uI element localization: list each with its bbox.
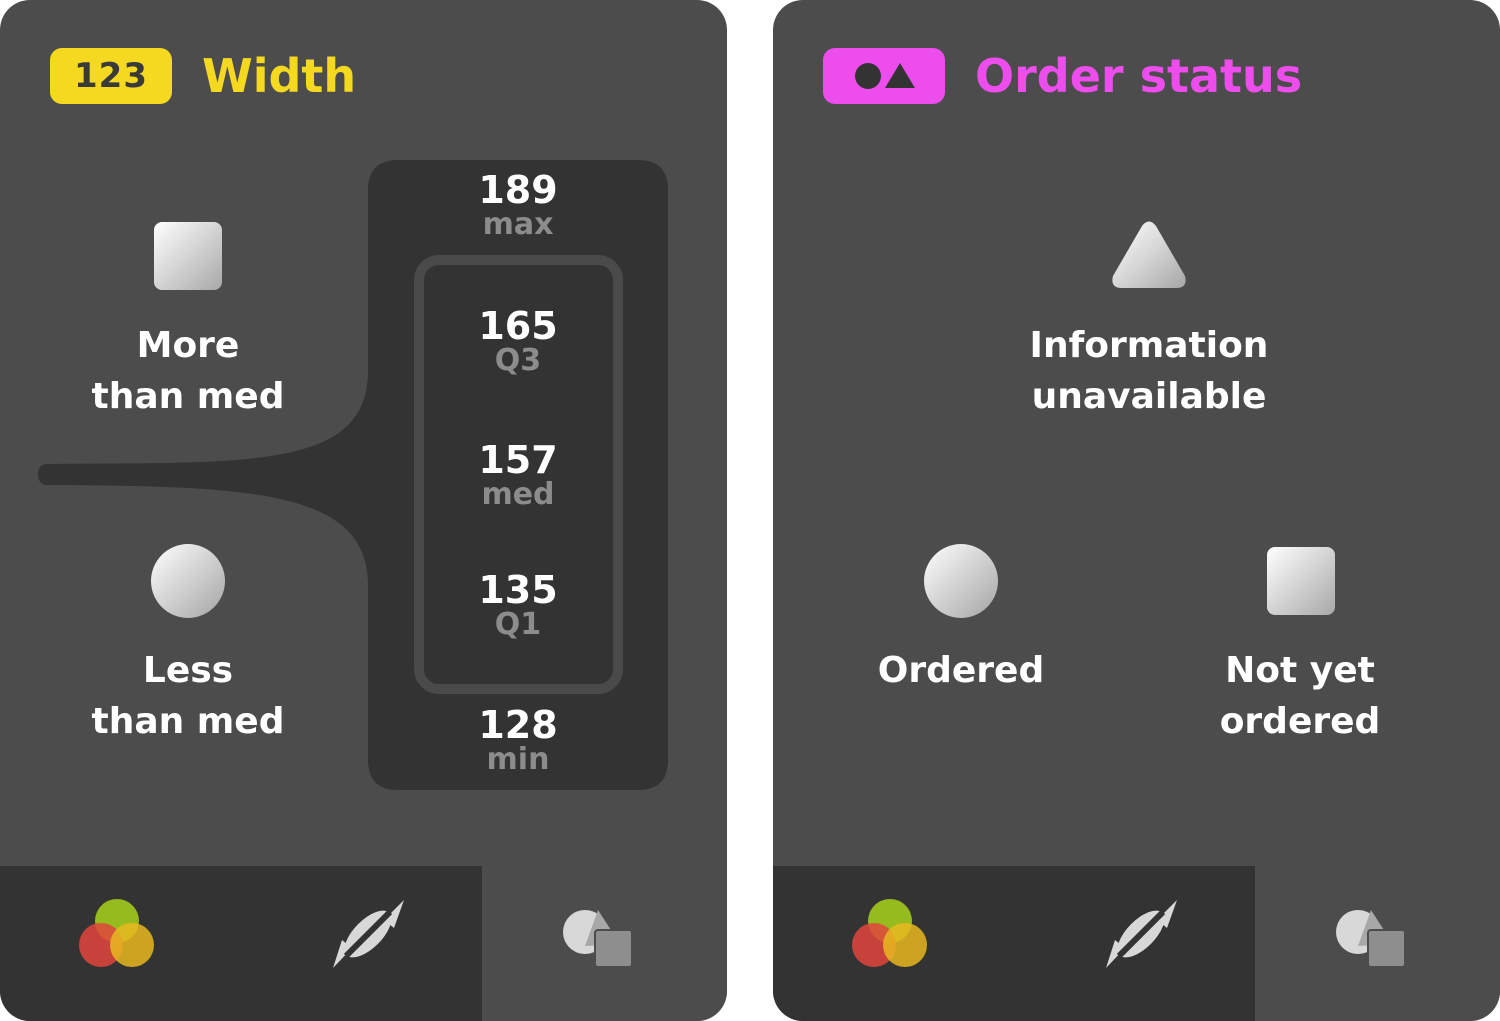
tab-shape[interactable]: [1255, 866, 1500, 1021]
color-circles-icon: [79, 899, 154, 967]
order-status-header: Order status: [823, 48, 1302, 104]
square-icon: [154, 222, 222, 290]
color-circles-icon: [852, 899, 927, 967]
triangle-icon: [1112, 221, 1186, 288]
stat-q3-value: 165: [478, 304, 558, 348]
ordered-line1: Ordered: [877, 650, 1045, 691]
information-unavailable-label: Information unavailable: [989, 320, 1309, 422]
tab-shape[interactable]: [482, 866, 727, 1021]
shape-category-badge: [823, 48, 945, 104]
circle-icon: [151, 544, 225, 618]
stat-median-value: 157: [478, 438, 558, 482]
stat-q3: 165 Q3: [368, 306, 668, 376]
less-than-med-line2: than med: [91, 701, 285, 742]
stat-min-value: 128: [478, 703, 558, 747]
not-yet-ordered-label: Not yet ordered: [1140, 645, 1460, 747]
stat-q1: 135 Q1: [368, 570, 668, 640]
information-unavailable-line1: Information: [1029, 325, 1269, 366]
numeric-badge: 123: [50, 48, 172, 104]
ordered-label: Ordered: [801, 645, 1121, 696]
more-than-med-line2: than med: [91, 376, 285, 417]
less-than-med-line1: Less: [142, 650, 234, 691]
stat-q3-label: Q3: [494, 343, 542, 378]
tab-color[interactable]: [40, 866, 200, 1021]
information-unavailable-line2: unavailable: [1031, 376, 1267, 417]
width-header: 123 Width: [50, 48, 356, 104]
encoding-tabbar: [0, 866, 727, 1021]
stat-median: 157 med: [368, 440, 668, 510]
stat-median-label: med: [481, 477, 555, 512]
tab-size[interactable]: [290, 866, 450, 1021]
stat-q1-label: Q1: [494, 607, 542, 642]
not-yet-ordered-line1: Not yet: [1225, 650, 1375, 691]
order-status-legend-card: Order status Information unavailable Ord…: [773, 0, 1500, 1021]
width-legend-card: 123 Width More than med Less than med 18…: [0, 0, 727, 1021]
numeric-badge-text: 123: [74, 56, 148, 96]
order-status-title: Order status: [975, 49, 1303, 103]
stat-max-value: 189: [478, 168, 558, 212]
encoding-tabbar: [773, 866, 1500, 1021]
more-than-med-line1: More: [136, 325, 240, 366]
size-arrow-icon: [1106, 900, 1177, 968]
stat-min: 128 min: [368, 705, 668, 775]
stat-min-label: min: [486, 742, 550, 777]
stat-q1-value: 135: [478, 568, 558, 612]
stats-panel-graphic: [38, 160, 668, 790]
stat-max-label: max: [482, 207, 554, 242]
more-than-med-label: More than med: [28, 320, 348, 422]
square-icon: [1267, 547, 1335, 615]
size-arrow-icon: [333, 900, 404, 968]
shape-category-icon: [855, 63, 915, 89]
iqr-box: [414, 255, 623, 694]
shapes-icon: [563, 910, 633, 968]
less-than-med-label: Less than med: [28, 645, 348, 747]
shapes-icon: [1336, 910, 1406, 968]
not-yet-ordered-line2: ordered: [1219, 701, 1381, 742]
tab-color[interactable]: [813, 866, 973, 1021]
tab-size[interactable]: [1063, 866, 1223, 1021]
circle-icon: [924, 544, 998, 618]
stat-max: 189 max: [368, 170, 668, 240]
width-title: Width: [202, 49, 357, 103]
